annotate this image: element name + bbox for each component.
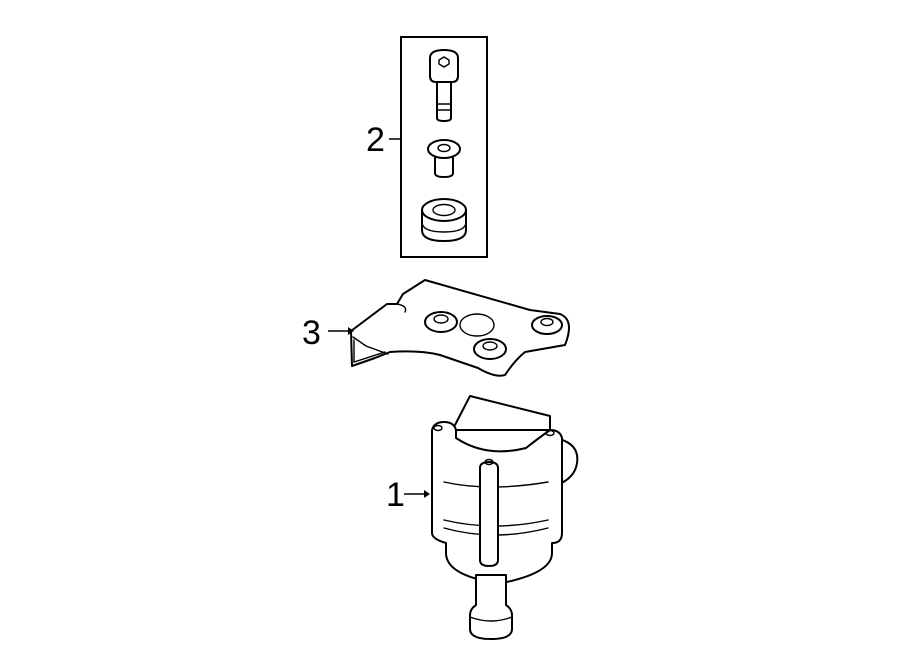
bushing-icon (427, 139, 461, 178)
bolt-icon (429, 49, 459, 122)
callout-2: 2 (366, 121, 385, 159)
bracket-group (328, 279, 570, 377)
callout-3: 3 (302, 314, 321, 352)
callout-1: 1 (386, 476, 405, 514)
grommet-icon (421, 198, 467, 242)
hardware-kit-group (389, 36, 488, 258)
water-pump-group (404, 395, 579, 640)
